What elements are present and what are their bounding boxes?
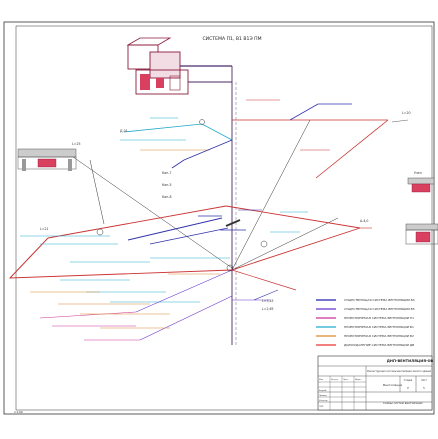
callout-center-b: Кан-5 — [162, 183, 171, 187]
damper-icon — [96, 228, 104, 236]
upper-exhaust-branches — [120, 117, 233, 151]
lower-orange-branches — [30, 273, 220, 329]
left-section-detail — [17, 148, 77, 171]
leader-line-d — [231, 217, 339, 271]
title-block-row-izm: Изм. — [319, 379, 324, 381]
title-block: ДНП-ВЕНТИЛЯЦИЯ-ОВ Реконструкция системы … — [317, 355, 434, 411]
title-block-sheet-no: 5 — [423, 386, 425, 390]
title-block-content: Вентиляция — [383, 383, 402, 387]
title-block-role-dev: Разраб. — [319, 389, 327, 392]
legend-label: СУЩЕСТВУЮЩАЯ СИСТЕМА ВЕНТИЛЯЦИИ В4 — [344, 298, 415, 302]
legend-label: СУЩЕСТВУЮЩАЯ СИСТЕМА ВЕНТИЛЯЦИИ В5 — [344, 307, 415, 311]
legend: СУЩЕСТВУЮЩАЯ СИСТЕМА ВЕНТИЛЯЦИИ В4 СУЩЕСТ… — [316, 298, 415, 347]
legend-label: ПРОЕКТИРУЕМАЯ СИСТЕМА ВЕНТИЛЯЦИИ П1 — [344, 316, 414, 320]
floor-supply-duct — [8, 205, 372, 291]
lower-supply-branches — [39, 269, 279, 341]
damper-icon — [260, 240, 268, 248]
diagonal-branch-b — [171, 159, 185, 169]
callout-center-a: Кан-7 — [162, 171, 171, 175]
title-block-stage: Р — [407, 386, 409, 390]
diagonal-branch-a — [183, 139, 233, 161]
callout-left-top: L=25 — [72, 142, 81, 146]
title-block-role-check: Провер. — [319, 395, 328, 397]
title-block-row-kol: Кол.уч — [331, 379, 338, 381]
leader-line-b — [89, 159, 105, 225]
upper-supply-duct — [232, 99, 409, 179]
title-block-object: Реконструкция системы вентиляции жилого … — [367, 370, 431, 373]
damper-icon — [226, 264, 234, 272]
inner-frame — [15, 25, 433, 411]
leader-line-a — [65, 151, 233, 269]
air-handling-unit — [126, 37, 232, 95]
scale-note: 1:100 — [14, 410, 23, 414]
drawing-title: СИСТЕМА П1, В1 В1Э ПМ — [202, 36, 261, 42]
callout-lower-a: L=3,45 — [262, 299, 274, 303]
legend-label: ПРОЕКТИРУЕМАЯ СИСТЕМА ВЕНТИЛЯЦИИ В1 — [344, 325, 414, 329]
title-block-sheet-label: Лист — [421, 379, 427, 382]
title-block-drawing-name: Схемы систем вентиляции — [383, 401, 423, 405]
callout-right-top: L=20 — [402, 111, 411, 115]
legend-label: ПРОЕКТИРУЕМАЯ СИСТЕМА ВЕНТИЛЯЦИИ В2 — [344, 334, 414, 338]
callout-detail-right: Узел — [414, 171, 422, 175]
leader-line-c — [231, 119, 311, 271]
callout-lower-b: L=2,65 — [262, 307, 274, 311]
callout-right-mark: А-4,0 — [360, 219, 368, 223]
lower-left-branches — [20, 211, 308, 303]
mid-exhaust-ducts — [127, 209, 262, 245]
title-block-row-list: Лист — [343, 379, 349, 381]
callout-left-bottom: L=21 — [40, 227, 49, 231]
title-block-code: ДНП-ВЕНТИЛЯЦИЯ-ОВ — [387, 359, 434, 363]
title-block-stage-label: Стадия — [404, 379, 413, 382]
title-block-role-norm: Н.контр. — [319, 400, 328, 402]
title-block-role-gip: ГИП — [319, 406, 324, 408]
legend-label: ДЫМОУДАЛЕНИЕ СИСТЕМА ВЕНТИЛЯЦИИ ДВ — [344, 343, 414, 347]
right-section-detail — [405, 177, 438, 245]
callout-node: Д-01 — [120, 129, 128, 133]
sheet-frame — [3, 21, 435, 415]
title-block-row-doc: №док. — [355, 378, 362, 381]
callout-center-c: Кан-8 — [162, 195, 171, 199]
